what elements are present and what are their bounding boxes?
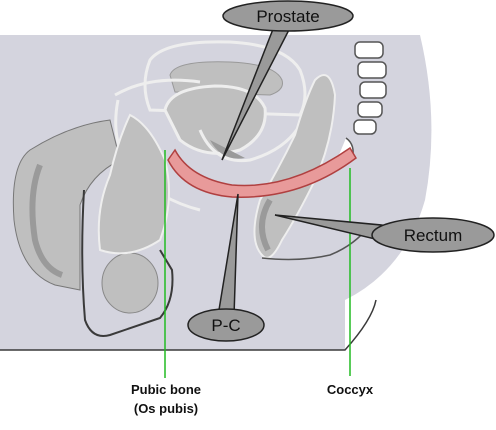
- shaft-inner: [29, 163, 64, 278]
- vertebra-5: [353, 119, 377, 135]
- vertebra-3: [359, 81, 387, 99]
- pc-callout-bubble: [187, 308, 265, 342]
- pubic-bone-label-line1: Pubic bone: [131, 382, 201, 397]
- coccyx-label: Coccyx: [327, 382, 374, 397]
- vertebra-1: [354, 41, 384, 59]
- rectum-label: Rectum: [404, 226, 463, 245]
- bladder-outline: [143, 40, 307, 117]
- anal-canal-outline: [261, 224, 371, 261]
- rectum-shape: [253, 74, 337, 259]
- vertebra-2: [357, 61, 387, 79]
- rectum-group: [253, 74, 371, 261]
- rectum-inner: [259, 198, 273, 252]
- rectum-callout: Rectum: [274, 214, 495, 253]
- body-edge-line: [0, 299, 377, 351]
- rectum-callout-bubble: [371, 217, 495, 253]
- vertebra-4: [357, 101, 383, 118]
- prostate-outline: [198, 124, 302, 163]
- pubic-bone-label-line2: (Os pubis): [134, 401, 198, 416]
- bladder-body: [163, 84, 267, 155]
- pc-muscle: [167, 146, 357, 198]
- prostate-callout-bubble: [222, 0, 354, 32]
- prostate-label: Prostate: [256, 7, 319, 26]
- pc-label: P-C: [211, 316, 240, 335]
- prostate-callout: Prostate: [221, 0, 354, 161]
- testis: [101, 252, 159, 314]
- scrotum-outline: [81, 189, 174, 337]
- pc-callout: P-C: [187, 193, 265, 342]
